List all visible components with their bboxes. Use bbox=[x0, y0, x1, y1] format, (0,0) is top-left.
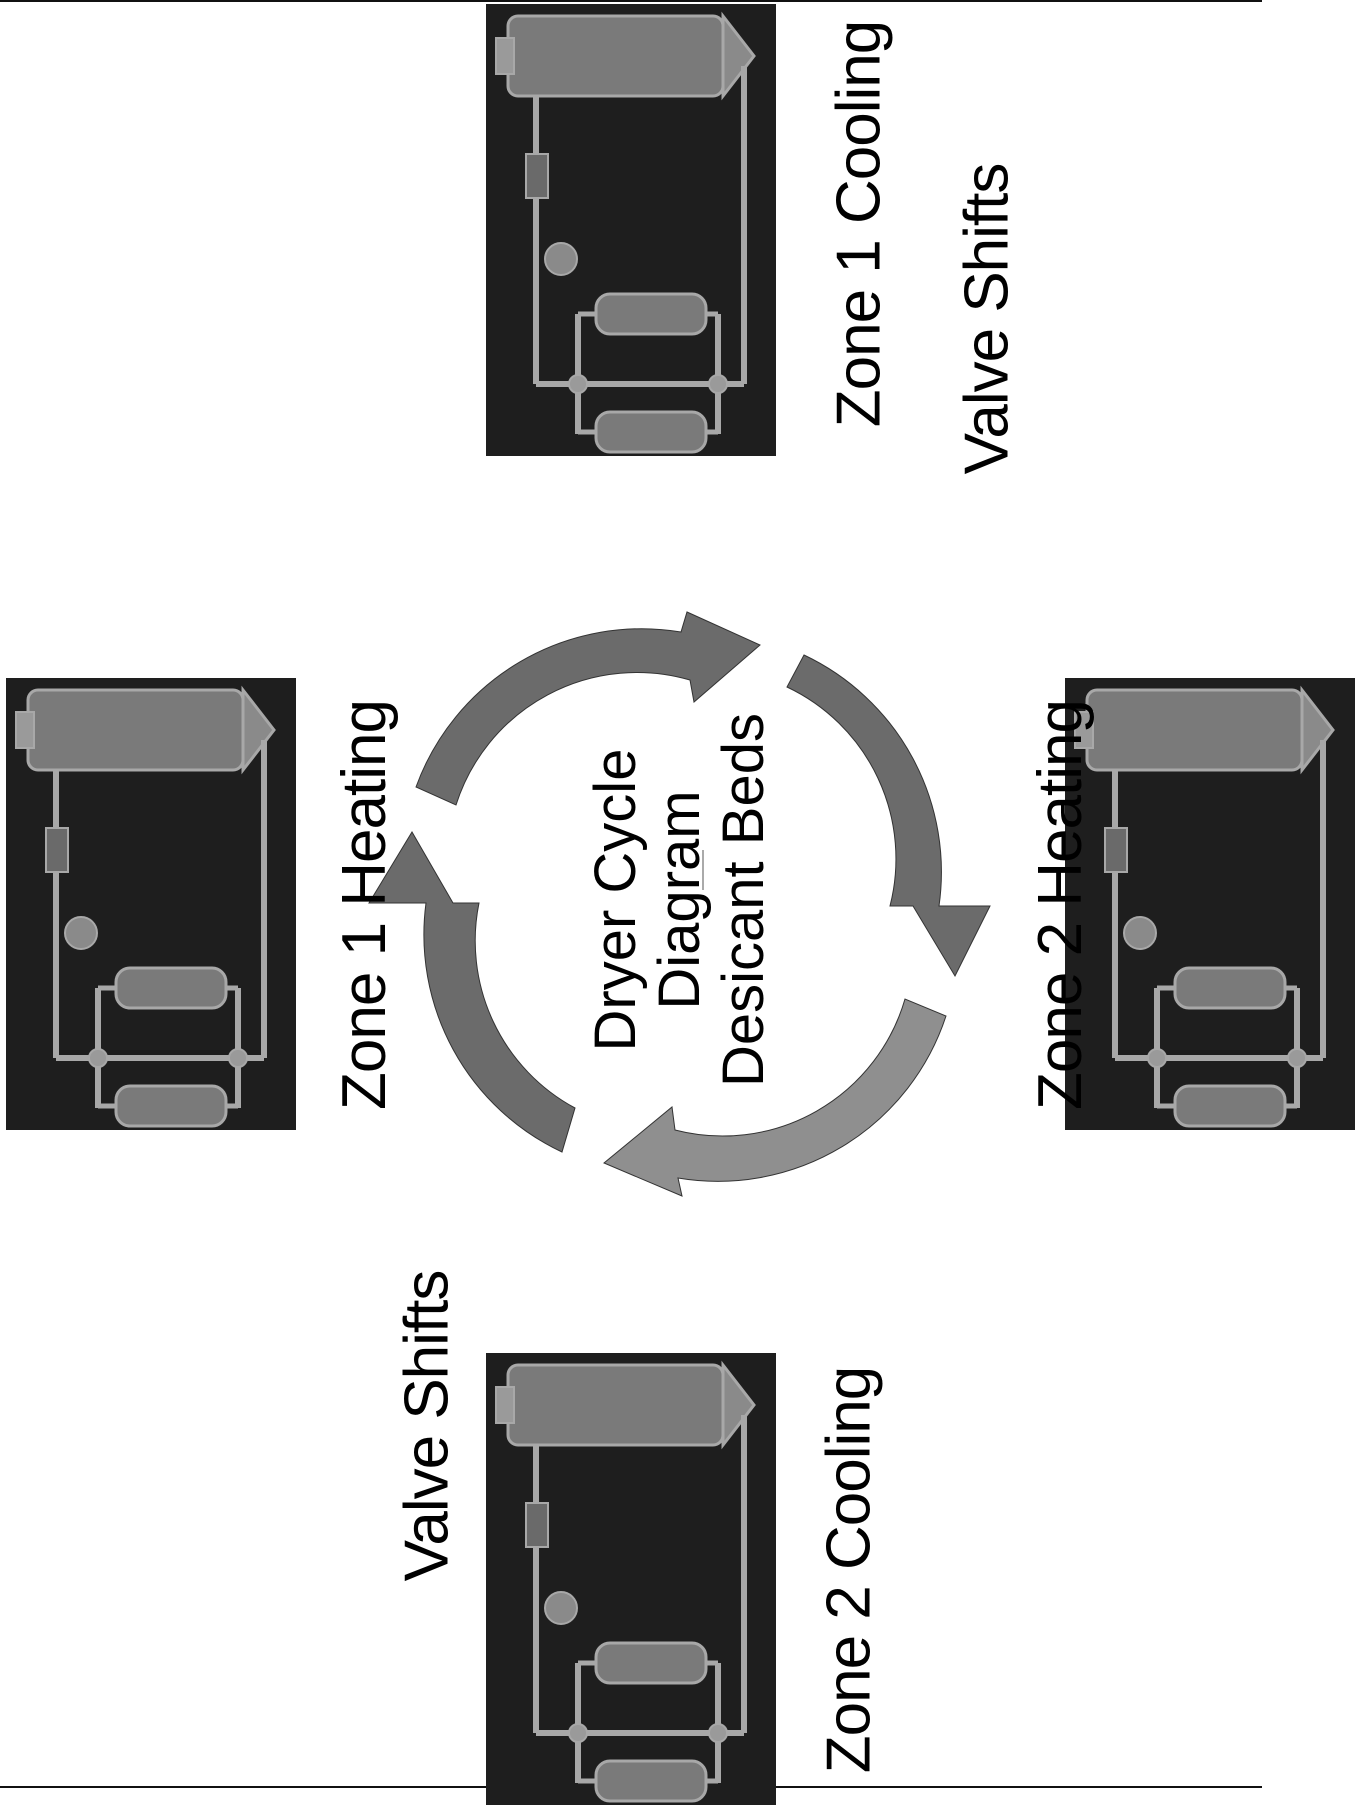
zone2-cooling-label: Zone 2 Cooling bbox=[814, 1366, 884, 1774]
title-line-3: Desicant Beds bbox=[711, 713, 776, 1087]
zone1-cooling-label: Zone 1 Cooling bbox=[824, 20, 894, 428]
valve-shifts-label-bottom: Valve Shifts bbox=[392, 1270, 462, 1582]
zone1-heating-label: Zone 1 Heating bbox=[329, 700, 399, 1110]
top-rule bbox=[0, 0, 1262, 2]
arrow-zone2-cooling-to-zone1-heating bbox=[368, 831, 576, 1153]
title-line-2: Diagram bbox=[647, 790, 712, 1010]
zone1-cooling-equipment-image bbox=[486, 4, 776, 456]
diagram-title: Dryer Cycle Diagram Desicant Beds bbox=[583, 690, 776, 1110]
arrow-zone1-heating-to-zone1-cooling bbox=[415, 611, 761, 806]
title-line-1: Dryer Cycle bbox=[583, 748, 648, 1052]
arrow-zone1-cooling-to-zone2-heating bbox=[786, 654, 991, 978]
zone2-heating-label: Zone 2 Heating bbox=[1025, 700, 1095, 1110]
valve-shifts-label-top: Valve Shifts bbox=[952, 163, 1022, 475]
zone1-heating-equipment-image bbox=[6, 678, 296, 1130]
arrow-zone2-heating-to-zone2-cooling bbox=[603, 998, 947, 1197]
zone2-cooling-equipment-image bbox=[486, 1353, 776, 1805]
zone2-heating-equipment-image bbox=[1065, 678, 1355, 1130]
